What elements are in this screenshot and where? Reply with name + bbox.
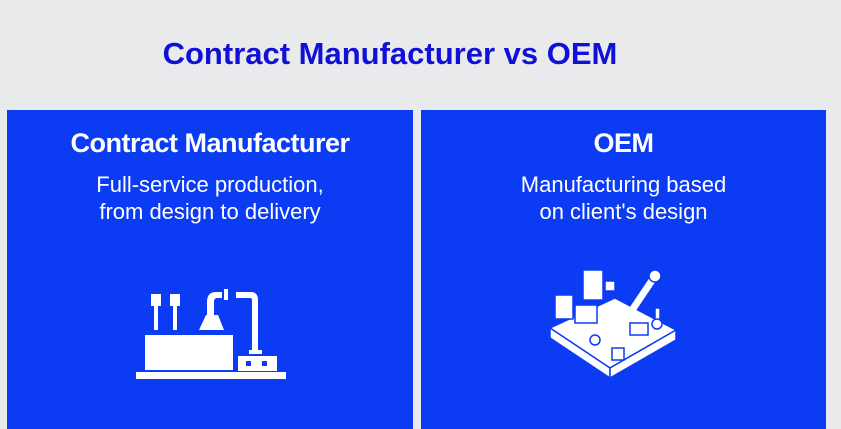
panel-heading: Contract Manufacturer — [70, 128, 350, 158]
assembly-line-icon — [550, 269, 678, 380]
panel-description: Full-service production, from design to … — [7, 171, 413, 225]
description-line: from design to delivery — [99, 199, 321, 224]
page-title: Contract Manufacturer vs OEM — [162, 36, 618, 71]
panel-heading: OEM — [593, 128, 654, 158]
panel-description: Manufacturing based on client's design — [421, 171, 826, 225]
description-line: Manufacturing based — [520, 172, 727, 197]
description-line: Full-service production, — [96, 172, 324, 197]
description-line: on client's design — [539, 199, 708, 224]
contract-manufacturer-panel: Contract Manufacturer Full-service produ… — [7, 110, 413, 429]
factory-icon — [136, 289, 286, 379]
oem-panel: OEM Manufacturing based on client's desi… — [421, 110, 826, 429]
